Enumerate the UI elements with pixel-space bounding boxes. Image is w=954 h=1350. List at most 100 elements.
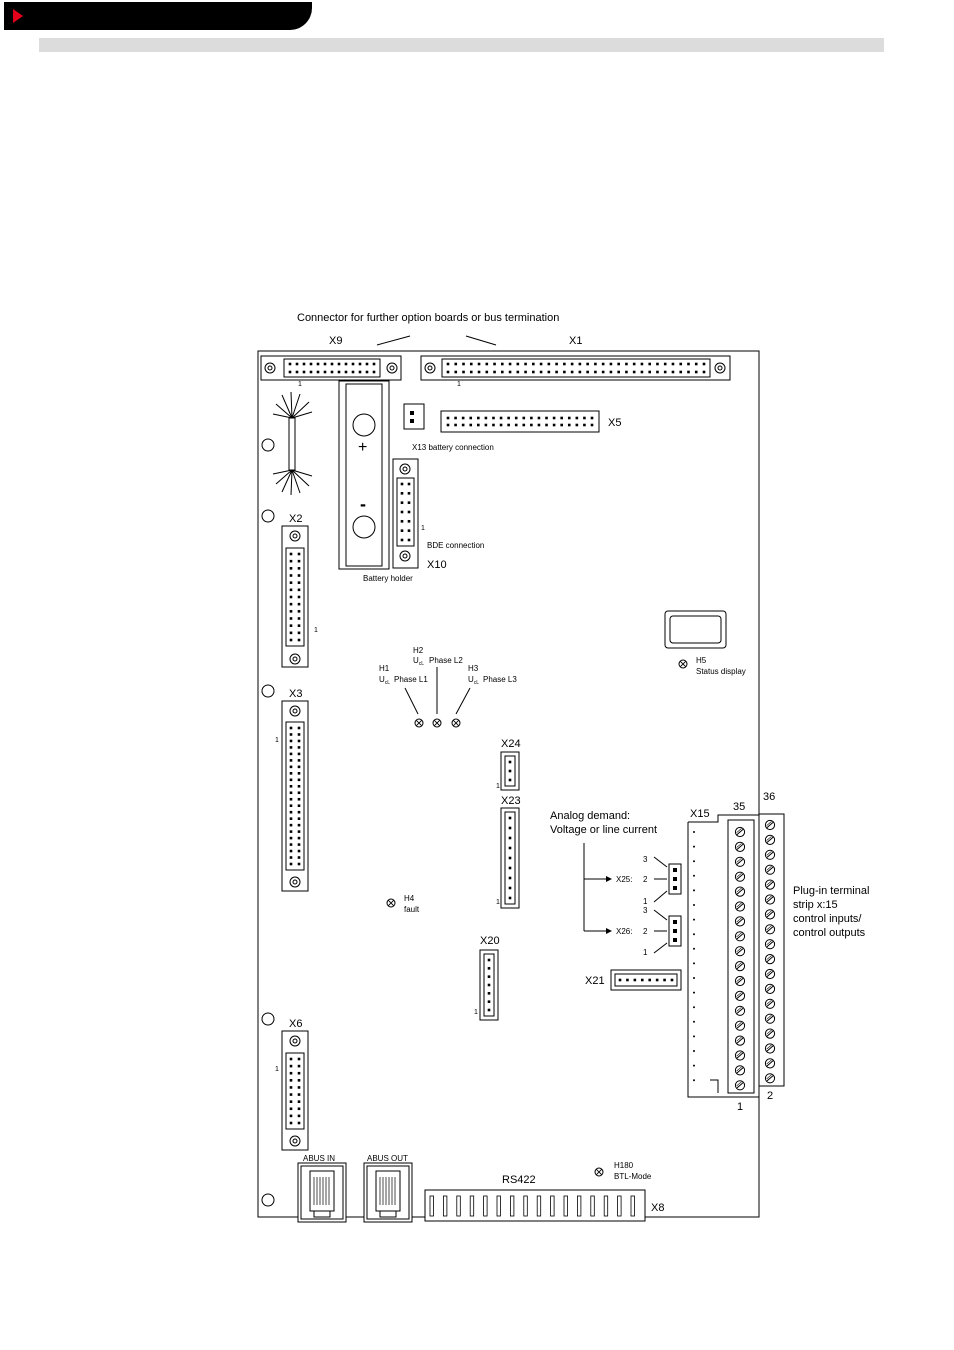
pin: [492, 423, 495, 427]
pin: [648, 978, 652, 982]
pin: [537, 416, 541, 420]
x5-connector: [440, 410, 600, 433]
x9-label: X9: [329, 335, 342, 347]
battery-holder: [338, 380, 390, 570]
terminal-screw-icon: [764, 939, 776, 950]
pin: [297, 624, 301, 627]
pin: [671, 370, 675, 374]
pin: [297, 836, 301, 840]
pin: [297, 552, 301, 556]
pin: [454, 416, 457, 420]
pin: [501, 362, 504, 366]
battery-minus: -: [360, 494, 366, 514]
pin: [400, 529, 404, 532]
pin: [289, 1064, 293, 1068]
pin: [372, 362, 376, 366]
pin: [289, 581, 293, 584]
pin: [289, 1071, 293, 1075]
pin: [330, 370, 334, 374]
pin: [288, 370, 292, 374]
pin: [670, 978, 674, 982]
pin: [575, 416, 579, 420]
pin: [289, 617, 293, 620]
x6-pin1: 1: [275, 1066, 279, 1073]
pin: [446, 362, 450, 366]
pin: [295, 370, 299, 374]
pin: [626, 978, 629, 982]
terminal-screw-icon: [734, 1020, 746, 1031]
pin: [630, 1195, 635, 1217]
terminal-screw-icon: [734, 916, 746, 927]
pin: [601, 362, 605, 366]
pin: [289, 784, 293, 788]
x9-connector: [260, 355, 402, 381]
x20-connector: [479, 949, 499, 1021]
pin: [297, 726, 301, 730]
pin: [487, 975, 491, 978]
pin: [461, 416, 465, 420]
pin: [344, 362, 348, 366]
pin: [297, 567, 301, 570]
pin: [289, 836, 293, 840]
pin: [344, 370, 348, 374]
pin: [539, 362, 543, 366]
terminal-screw-icon: [764, 954, 776, 965]
pin: [302, 362, 306, 366]
pin: [289, 1100, 293, 1103]
terminal-screw-icon: [734, 856, 746, 867]
pin: [289, 574, 293, 577]
terminal-screw-icon: [764, 819, 776, 831]
pin: [297, 830, 301, 833]
pin: [618, 978, 622, 982]
pin: [563, 362, 566, 366]
h2-label: H2: [413, 646, 424, 655]
pin: [625, 362, 628, 366]
h180-led-icon: [594, 1167, 604, 1177]
mounting-hole: [261, 684, 275, 698]
x1-connector: [420, 355, 731, 381]
pin: [524, 362, 527, 366]
pin: [454, 423, 457, 427]
x13-connector: [403, 403, 425, 430]
x5-label: X5: [608, 417, 621, 429]
pin: [297, 1121, 301, 1125]
terminal-screw-icon: [734, 1065, 746, 1076]
pin: [508, 886, 512, 890]
pin: [514, 416, 518, 420]
pin: [289, 862, 293, 866]
pin: [337, 362, 341, 366]
pin: [508, 362, 512, 366]
pin: [289, 778, 293, 782]
pin: [586, 370, 589, 374]
pin: [687, 370, 690, 374]
pin: [407, 538, 411, 542]
pin: [289, 588, 293, 592]
pin: [351, 370, 355, 374]
pin: [484, 416, 488, 420]
pin: [469, 416, 473, 420]
pin: [289, 849, 293, 853]
terminal-screw-icon: [764, 1028, 776, 1039]
pin: [693, 1050, 695, 1052]
terminal-screw-icon: [764, 1013, 776, 1024]
pin: [446, 370, 450, 374]
pin: [492, 416, 495, 420]
pin: [693, 1020, 695, 1023]
terminal-screw-icon: [734, 990, 746, 1001]
pin: [365, 370, 369, 374]
x13-label: X13 battery connection: [412, 443, 494, 452]
terminal-screw-icon: [764, 894, 776, 905]
pin: [508, 816, 512, 820]
pin: [632, 362, 636, 366]
pin: [590, 1195, 595, 1217]
pin: [693, 874, 695, 877]
pin: [523, 1195, 528, 1217]
pin: [400, 520, 404, 523]
pin: [656, 370, 659, 374]
pin: [456, 1195, 461, 1217]
pin: [297, 1071, 301, 1075]
pin: [694, 362, 698, 366]
x20-label: X20: [480, 935, 500, 947]
pin: [302, 370, 306, 374]
